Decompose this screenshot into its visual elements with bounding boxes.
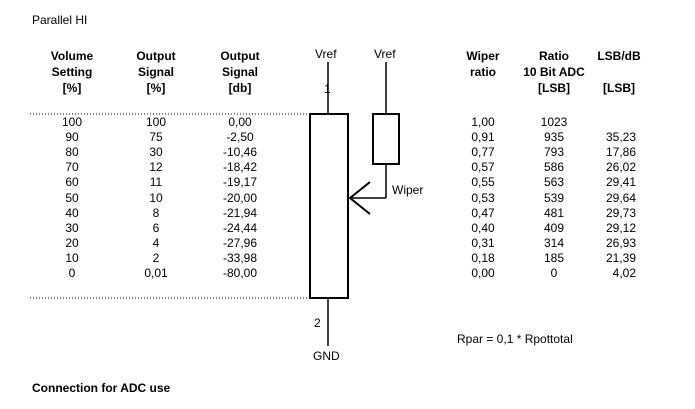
cell-wiper-ratio: 0,57	[471, 160, 495, 175]
cell-adc-ratio: 314	[543, 235, 565, 250]
cell-lsb-per-db: 29,12	[605, 220, 636, 235]
cell-output-percent: 75	[149, 130, 163, 145]
cell-output-percent: 0,01	[144, 266, 168, 280]
cell-volume: 30	[65, 220, 79, 235]
cell-volume: 0	[68, 266, 76, 280]
wiper-label: Wiper	[392, 183, 424, 197]
cell-volume: 80	[65, 145, 79, 160]
cell-output-db: -80,00	[222, 266, 258, 280]
cell-adc-ratio: 563	[543, 175, 565, 190]
cell-output-percent: 8	[152, 205, 160, 220]
rpar-note: Rpar = 0,1 * Rpottotal	[457, 332, 573, 346]
cell-lsb-per-db: 29,64	[605, 190, 636, 205]
cell-lsb-per-db: 29,41	[605, 175, 636, 190]
vref-right-label: Vref	[374, 47, 396, 61]
cell-output-db: -21,94	[222, 205, 258, 220]
cell-adc-ratio: 793	[543, 145, 565, 160]
header-lsb-per-db: LSB/dB[LSB]	[597, 49, 641, 95]
gnd-label: GND	[313, 349, 340, 363]
cell-output-db: -18,42	[222, 160, 258, 175]
cell-adc-ratio: 586	[543, 160, 565, 175]
cell-volume: 20	[65, 235, 79, 250]
cell-output-db: 0,00	[228, 115, 252, 129]
cell-output-percent: 12	[149, 160, 163, 175]
cell-output-percent: 30	[149, 145, 163, 160]
cell-lsb-per-db: 35,23	[605, 130, 636, 145]
cell-output-percent: 2	[152, 250, 160, 265]
vref-left-label: Vref	[315, 47, 337, 61]
cell-volume: 40	[65, 205, 79, 220]
cell-output-percent: 4	[152, 235, 160, 250]
parallel-resistor	[372, 113, 400, 165]
cell-output-percent: 11	[149, 175, 163, 190]
cell-wiper-ratio: 0,31	[471, 235, 495, 250]
cell-volume: 10	[65, 250, 79, 265]
cell-wiper-ratio: 1,00	[471, 115, 495, 129]
pin-1-label: 1	[324, 82, 331, 96]
cell-wiper-ratio: 0,91	[471, 130, 495, 145]
cell-lsb-per-db: 26,93	[605, 235, 636, 250]
cell-wiper-ratio: 0,77	[471, 145, 495, 160]
cell-volume: 100	[61, 115, 83, 129]
cell-lsb-per-db: 17,86	[605, 145, 636, 160]
cell-adc-ratio: 409	[543, 220, 565, 235]
cell-adc-ratio: 935	[543, 130, 565, 145]
footer-caption: Connection for ADC use	[32, 381, 171, 395]
wiper-arrow	[348, 181, 371, 215]
cell-adc-ratio: 1023	[540, 115, 568, 129]
potentiometer-body	[309, 113, 349, 299]
cell-output-percent: 10	[149, 190, 163, 205]
cell-wiper-ratio: 0,47	[471, 205, 495, 220]
cell-output-db: -10,46	[222, 145, 258, 160]
cell-volume: 50	[65, 190, 79, 205]
cell-wiper-ratio: 0,00	[471, 266, 495, 280]
cell-volume: 90	[65, 130, 79, 145]
cell-lsb-per-db: 26,02	[605, 160, 636, 175]
cell-output-db: -33,98	[222, 250, 258, 265]
cell-output-db: -2,50	[226, 130, 254, 145]
cell-output-db: -24,44	[222, 220, 258, 235]
cell-adc-ratio: 481	[543, 205, 565, 220]
pin-2-label: 2	[314, 316, 321, 330]
cell-lsb-per-db: 29,73	[605, 205, 636, 220]
cell-lsb-per-db: 4,02	[612, 266, 636, 280]
page-title: Parallel HI	[32, 13, 88, 27]
cell-wiper-ratio: 0,53	[471, 190, 495, 205]
cell-adc-ratio: 185	[543, 250, 565, 265]
cell-output-db: -19,17	[222, 175, 258, 190]
cell-output-db: -20,00	[222, 190, 258, 205]
cell-wiper-ratio: 0,18	[471, 250, 495, 265]
cell-adc-ratio: 539	[543, 190, 565, 205]
cell-volume: 60	[65, 175, 79, 190]
cell-wiper-ratio: 0,40	[471, 220, 495, 235]
cell-output-percent: 6	[152, 220, 160, 235]
cell-lsb-per-db: 21,39	[605, 250, 636, 265]
cell-output-db: -27,96	[222, 235, 258, 250]
cell-volume: 70	[65, 160, 79, 175]
cell-wiper-ratio: 0,55	[471, 175, 495, 190]
cell-output-percent: 100	[145, 115, 167, 129]
cell-adc-ratio: 0	[550, 266, 558, 280]
